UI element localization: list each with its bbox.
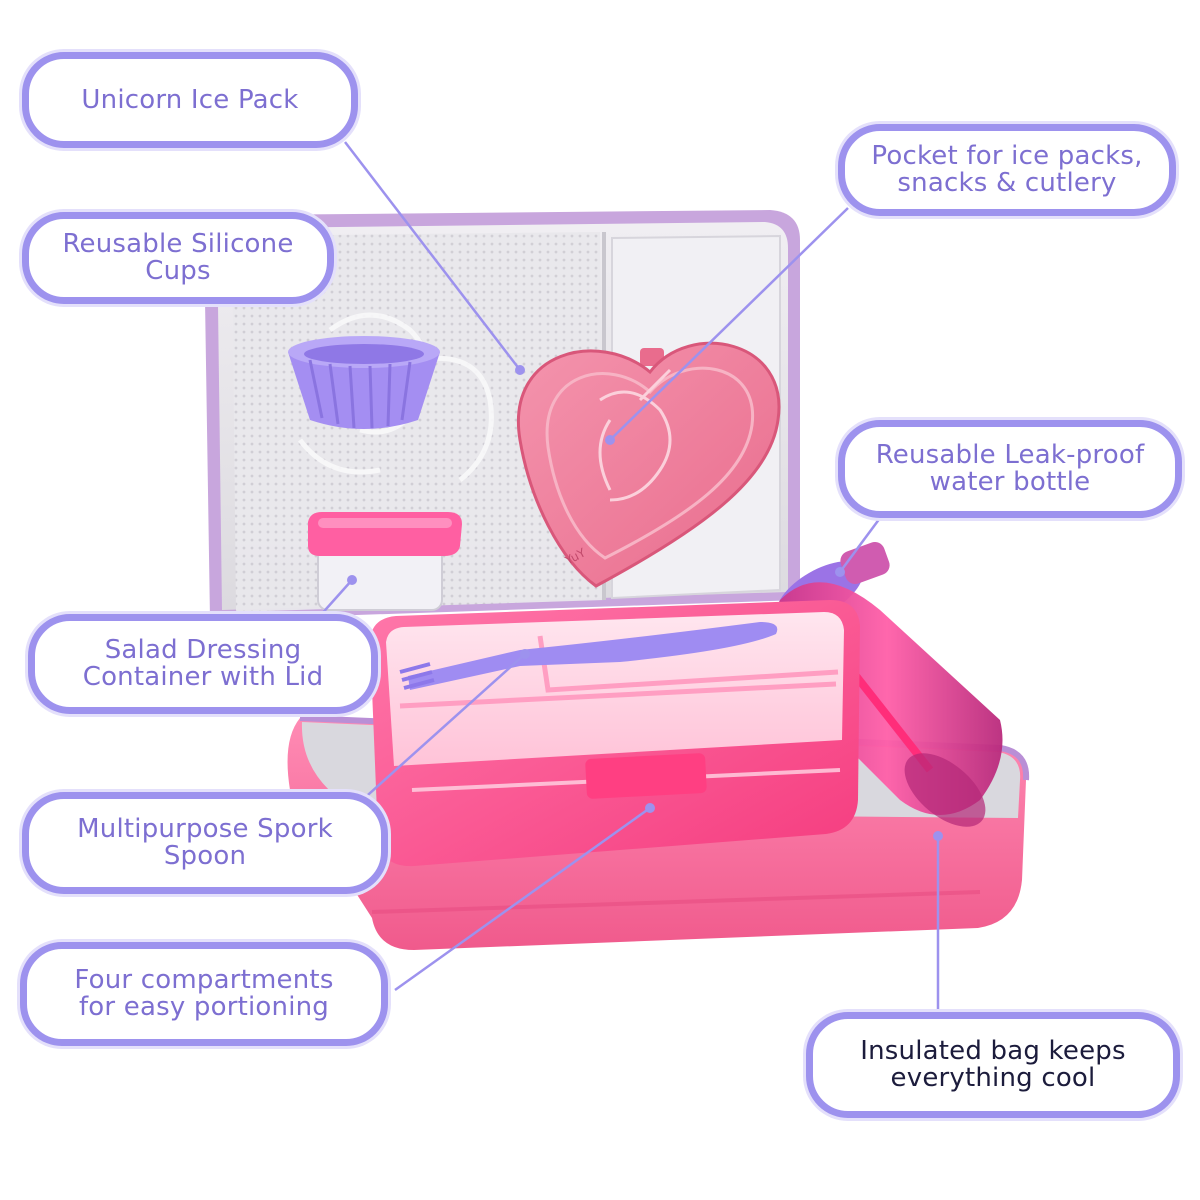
- callout-unicorn-ice-pack: Unicorn Ice Pack: [22, 52, 358, 148]
- callout-pocket: Pocket for ice packs, snacks & cutlery: [838, 124, 1176, 216]
- callout-water-bottle: Reusable Leak-proof water bottle: [838, 420, 1182, 518]
- callout-salad-dressing-container: Salad Dressing Container with Lid: [28, 614, 378, 714]
- callout-four-compartments: Four compartments for easy portioning: [20, 942, 388, 1046]
- salad-dressing-container: [308, 512, 462, 611]
- leader-dots: [347, 365, 943, 841]
- silicone-cup: [288, 336, 440, 429]
- heart-ice-pack: YuY: [516, 341, 781, 588]
- callout-insulated-bag: Insulated bag keeps everything cool: [806, 1012, 1180, 1118]
- leader-lines: [309, 141, 940, 1015]
- bento-box: [370, 600, 860, 867]
- callout-spork: Multipurpose Spork Spoon: [22, 792, 388, 894]
- callout-silicone-cups: Reusable Silicone Cups: [22, 212, 334, 304]
- spork: [408, 622, 778, 690]
